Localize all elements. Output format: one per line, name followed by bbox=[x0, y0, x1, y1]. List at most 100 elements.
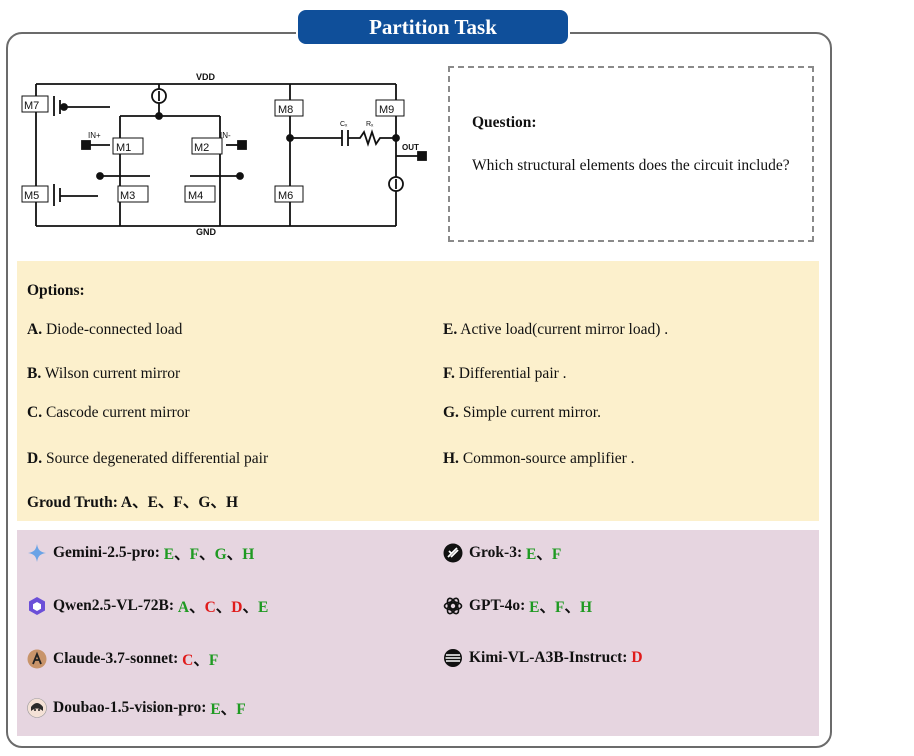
answer-separator: 、 bbox=[564, 599, 580, 616]
answer-separator: 、 bbox=[199, 546, 215, 563]
answer-letter: G bbox=[214, 546, 227, 563]
answer-letter: F bbox=[208, 652, 219, 669]
claude-icon bbox=[27, 649, 47, 669]
circuit-schematic: VDD GND M7 M5 M1 M2 IN+ IN- bbox=[21, 72, 427, 237]
options-panel: Options: A. Diode-connected load B. Wils… bbox=[17, 261, 819, 521]
answer-letter: D bbox=[631, 649, 643, 666]
model-name: Gemini-2.5-pro: bbox=[53, 544, 160, 561]
answer-separator: 、 bbox=[536, 546, 552, 563]
task-title: Partition Task bbox=[296, 8, 570, 46]
result-grok: Grok-3: E、F bbox=[443, 542, 561, 564]
question-text: Which structural elements does the circu… bbox=[472, 157, 790, 174]
model-answers: D bbox=[631, 649, 642, 667]
option-key: E. bbox=[443, 321, 458, 338]
answer-letter: F bbox=[555, 599, 565, 616]
m7-label: M7 bbox=[24, 100, 39, 112]
model-name: Doubao-1.5-vision-pro: bbox=[53, 699, 207, 716]
openai-icon bbox=[443, 596, 463, 616]
option-b: B. Wilson current mirror bbox=[27, 365, 180, 383]
option-c: C. Cascode current mirror bbox=[27, 404, 190, 422]
option-key: B. bbox=[27, 365, 42, 382]
answer-letter: H bbox=[579, 599, 593, 616]
answer-separator: 、 bbox=[174, 546, 190, 563]
option-key: H. bbox=[443, 450, 459, 467]
answer-letter: A bbox=[177, 599, 190, 616]
m9-label: M9 bbox=[379, 104, 394, 116]
result-claude: Claude-3.7-sonnet: C、F bbox=[27, 648, 218, 670]
answer-separator: 、 bbox=[215, 599, 232, 616]
qwen-icon bbox=[27, 596, 47, 616]
model-name: Kimi-VL-A3B-Instruct: bbox=[469, 649, 628, 666]
answer-letter: E bbox=[525, 546, 537, 563]
answer-letter: F bbox=[551, 546, 562, 563]
answer-letter: F bbox=[189, 546, 200, 563]
question-label: Question: bbox=[472, 114, 537, 131]
model-answers: E、F bbox=[526, 542, 561, 564]
option-e: E. Active load(current mirror load) . bbox=[443, 321, 668, 339]
option-f: F. Differential pair . bbox=[443, 365, 567, 383]
m8-label: M8 bbox=[278, 104, 293, 116]
option-text: Common-source amplifier . bbox=[462, 450, 635, 467]
result-gemini: Gemini-2.5-pro: E、F、G、H bbox=[27, 542, 254, 564]
answer-separator: 、 bbox=[220, 701, 237, 718]
option-h: H. Common-source amplifier . bbox=[443, 450, 635, 468]
answer-letter: E bbox=[529, 599, 540, 616]
answer-letter: E bbox=[163, 546, 175, 563]
grok-icon bbox=[443, 543, 463, 563]
answer-letter: C bbox=[204, 599, 216, 616]
model-name: Grok-3: bbox=[469, 544, 523, 561]
result-doubao: Doubao-1.5-vision-pro: E、F bbox=[27, 697, 246, 719]
doubao-icon bbox=[27, 698, 47, 718]
result-gpt4o: GPT-4o: E、F、H bbox=[443, 595, 592, 617]
rc-label: Rₓ bbox=[366, 121, 374, 128]
answer-separator: 、 bbox=[242, 599, 259, 616]
m4-label: M4 bbox=[188, 190, 203, 202]
option-d: D. Source degenerated differential pair bbox=[27, 450, 268, 468]
circuit-diagram: VDD GND M7 M5 M1 M2 IN+ IN- bbox=[20, 66, 432, 238]
option-text: Differential pair . bbox=[458, 365, 567, 382]
in-plus-label: IN+ bbox=[88, 131, 101, 140]
answer-letter: C bbox=[182, 652, 194, 669]
options-title: Options: bbox=[27, 282, 85, 299]
gnd-label: GND bbox=[196, 227, 217, 237]
results-panel: Gemini-2.5-pro: E、F、G、H Qwen2.5-VL-72B: … bbox=[17, 530, 819, 736]
model-answers: A、C、D、E bbox=[178, 595, 269, 617]
gemini-icon bbox=[27, 543, 47, 563]
option-text: Diode-connected load bbox=[45, 321, 183, 338]
model-name: GPT-4o: bbox=[469, 597, 526, 614]
in-minus-label: IN- bbox=[220, 131, 231, 140]
model-answers: E、F、G、H bbox=[164, 542, 254, 564]
answer-separator: 、 bbox=[226, 546, 243, 563]
vdd-label: VDD bbox=[196, 72, 216, 82]
answer-letter: E bbox=[258, 599, 269, 616]
m1-label: M1 bbox=[116, 142, 131, 154]
option-text: Simple current mirror. bbox=[462, 404, 601, 421]
m6-label: M6 bbox=[278, 190, 293, 202]
option-key: C. bbox=[27, 404, 43, 421]
cc-label: Cₓ bbox=[340, 121, 348, 128]
option-key: A. bbox=[27, 321, 43, 338]
out-label: OUT bbox=[402, 143, 419, 152]
m3-label: M3 bbox=[120, 190, 135, 202]
result-qwen: Qwen2.5-VL-72B: A、C、D、E bbox=[27, 595, 268, 617]
option-a: A. Diode-connected load bbox=[27, 321, 182, 339]
answer-letter: E bbox=[210, 701, 221, 718]
option-key: G. bbox=[443, 404, 459, 421]
option-g: G. Simple current mirror. bbox=[443, 404, 601, 422]
result-kimi: Kimi-VL-A3B-Instruct: D bbox=[443, 648, 643, 668]
option-text: Wilson current mirror bbox=[44, 365, 181, 382]
answer-separator: 、 bbox=[539, 599, 555, 616]
option-text: Source degenerated differential pair bbox=[45, 450, 269, 467]
answer-separator: 、 bbox=[189, 599, 205, 616]
answer-separator: 、 bbox=[193, 652, 209, 669]
option-key: D. bbox=[27, 450, 43, 467]
question-box: Question: Which structural elements does… bbox=[448, 66, 814, 242]
kimi-icon bbox=[443, 648, 463, 668]
option-text: Cascode current mirror bbox=[45, 404, 190, 421]
option-text: Active load(current mirror load) . bbox=[460, 321, 669, 338]
m2-label: M2 bbox=[194, 142, 209, 154]
ground-truth: Groud Truth: A、E、F、G、H bbox=[27, 494, 239, 511]
answer-letter: F bbox=[236, 701, 246, 718]
answer-letter: D bbox=[231, 599, 243, 616]
model-answers: E、F、H bbox=[529, 595, 592, 617]
